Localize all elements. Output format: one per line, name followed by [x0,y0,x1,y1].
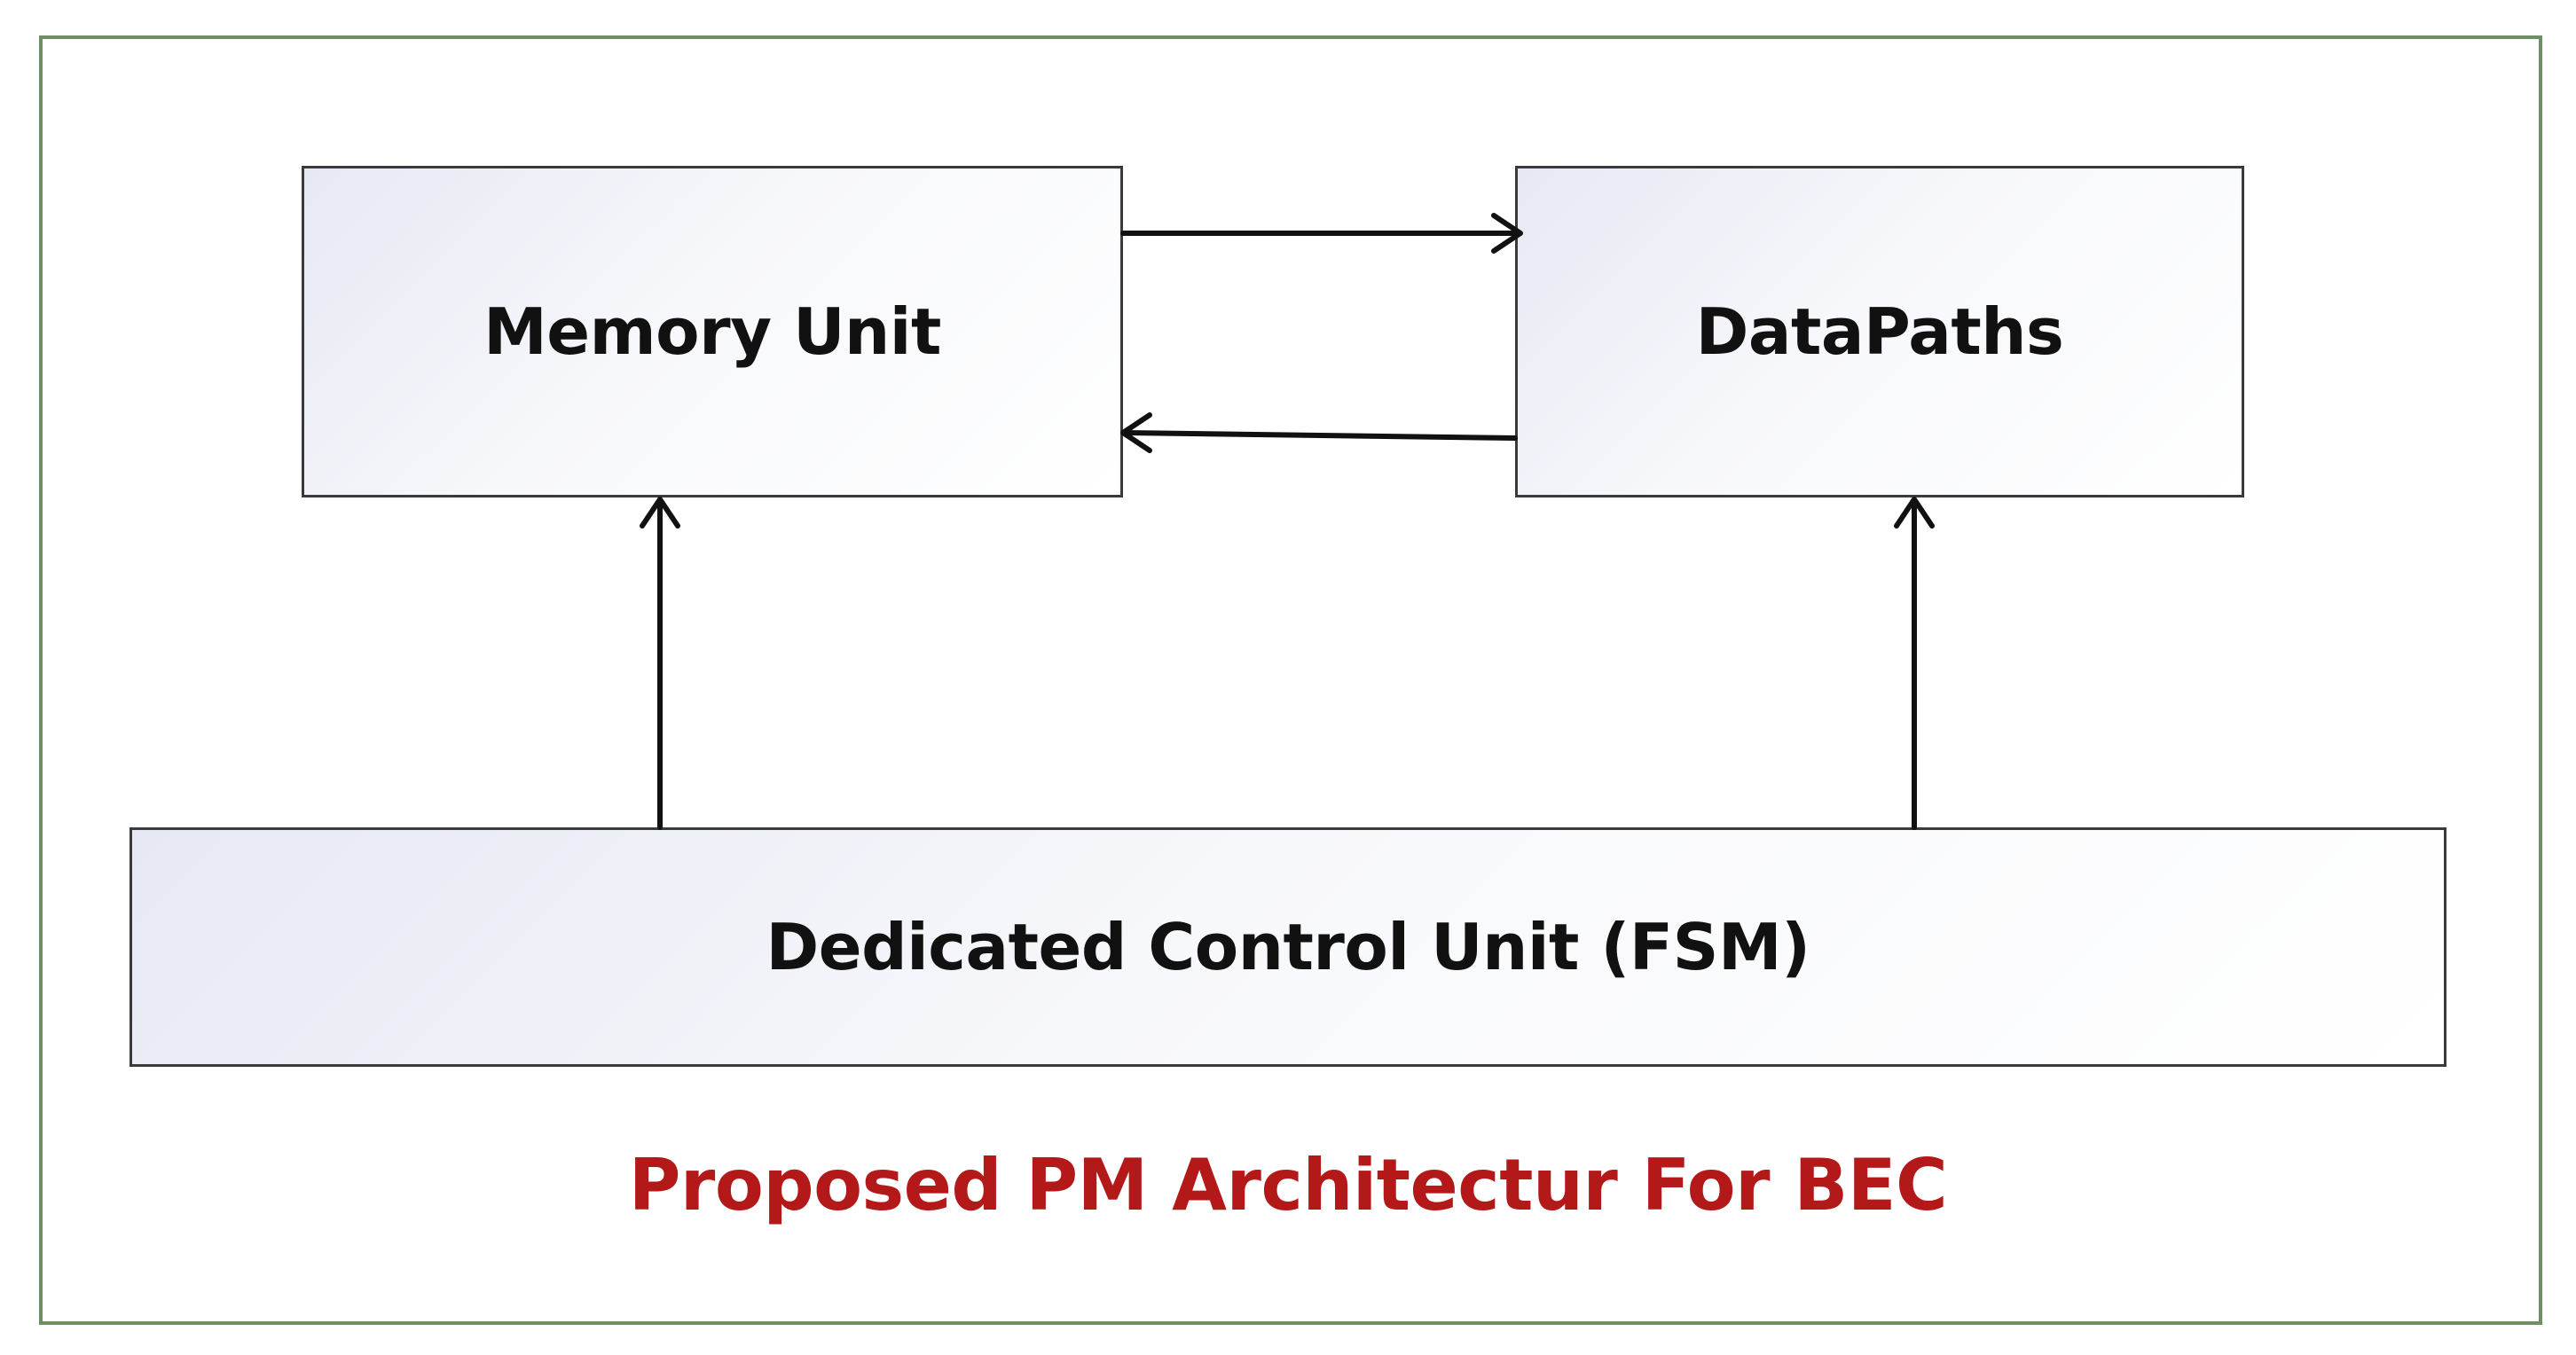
datapaths-label: DataPaths [1695,294,2064,369]
memory-unit-label: Memory Unit [483,294,941,369]
control-unit-block: Dedicated Control Unit (FSM) [130,827,2446,1067]
control-unit-label: Dedicated Control Unit (FSM) [766,910,1810,984]
diagram-caption: Proposed PM Architectur For BEC [628,1144,1948,1226]
datapaths-block: DataPaths [1515,166,2244,497]
memory-unit-block: Memory Unit [302,166,1123,497]
